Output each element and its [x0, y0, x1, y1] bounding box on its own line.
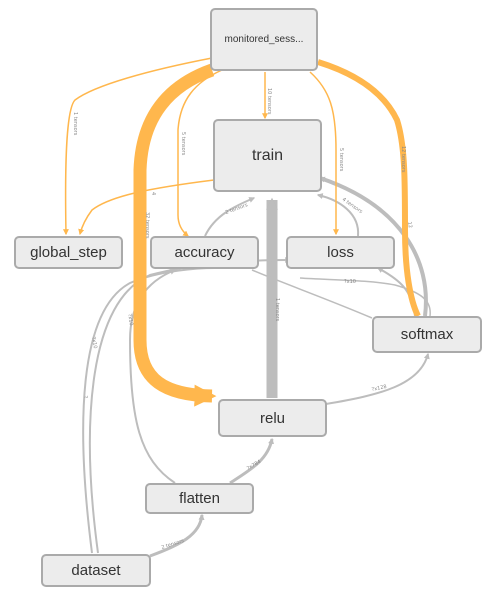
edge-softmax-loss-2 — [299, 277, 431, 317]
edge-ms-loss — [309, 71, 339, 236]
node-global-step[interactable]: global_step — [14, 236, 123, 269]
edge-dataset-flatten — [149, 513, 205, 558]
edge-label-softmax-train: 12 — [406, 221, 413, 228]
node-train[interactable]: train — [213, 119, 322, 192]
edge-ms-global-step — [62, 57, 213, 236]
edge-ms-relu — [133, 63, 217, 407]
edge-flatten-relu — [229, 437, 275, 485]
edge-dataset-accuracy — [82, 267, 216, 554]
node-softmax[interactable]: softmax — [372, 316, 482, 353]
edge-flatten-accuracy — [128, 268, 177, 484]
edge-label-dataset-left: ? — [82, 395, 88, 399]
edge-loss-train — [316, 193, 360, 237]
edge-train-global-step — [78, 179, 215, 236]
node-accuracy[interactable]: accuracy — [150, 236, 259, 269]
edge-label-softmax-loss: ?x10 — [344, 279, 356, 285]
node-monitored-session[interactable]: monitored_sess... — [210, 8, 318, 71]
edge-label-ms-global-step: 1 tensors — [72, 112, 78, 136]
edge-label-flatten-relu: ?x784 — [246, 459, 262, 472]
edge-label-dataset-loss: ?x10 — [90, 336, 98, 349]
edge-label-ms-accuracy: 5 tensors — [180, 132, 186, 156]
edge-label-train-global-step: 4 — [150, 192, 156, 195]
edge-label-ms-relu: 32 tensors — [144, 212, 150, 239]
node-relu[interactable]: relu — [218, 399, 327, 437]
node-loss[interactable]: loss — [286, 236, 395, 269]
edge-ms-accuracy — [177, 69, 223, 237]
node-dataset[interactable]: dataset — [41, 554, 151, 587]
edge-label-relu-softmax: ?x128 — [371, 384, 387, 393]
node-flatten[interactable]: flatten — [145, 483, 254, 514]
edge-label-dataset-flatten: 2 tensors — [161, 538, 185, 551]
edge-ms-softmax — [317, 59, 421, 318]
edge-label-dataset-accuracy: ?x10 — [126, 313, 134, 326]
edge-accuracy-train — [204, 197, 256, 237]
edge-label-accuracy-train: 2 tensors — [225, 202, 249, 216]
edge-label-ms-softmax: 12 tensors — [400, 146, 406, 173]
edge-label-relu-train: 1 tensors — [274, 298, 280, 322]
edge-softmax-accuracy — [251, 269, 373, 319]
edge-relu-softmax — [325, 352, 430, 405]
edge-label-ms-train: 10 tensors — [266, 88, 272, 115]
edge-label-ms-loss: 5 tensors — [338, 148, 344, 172]
